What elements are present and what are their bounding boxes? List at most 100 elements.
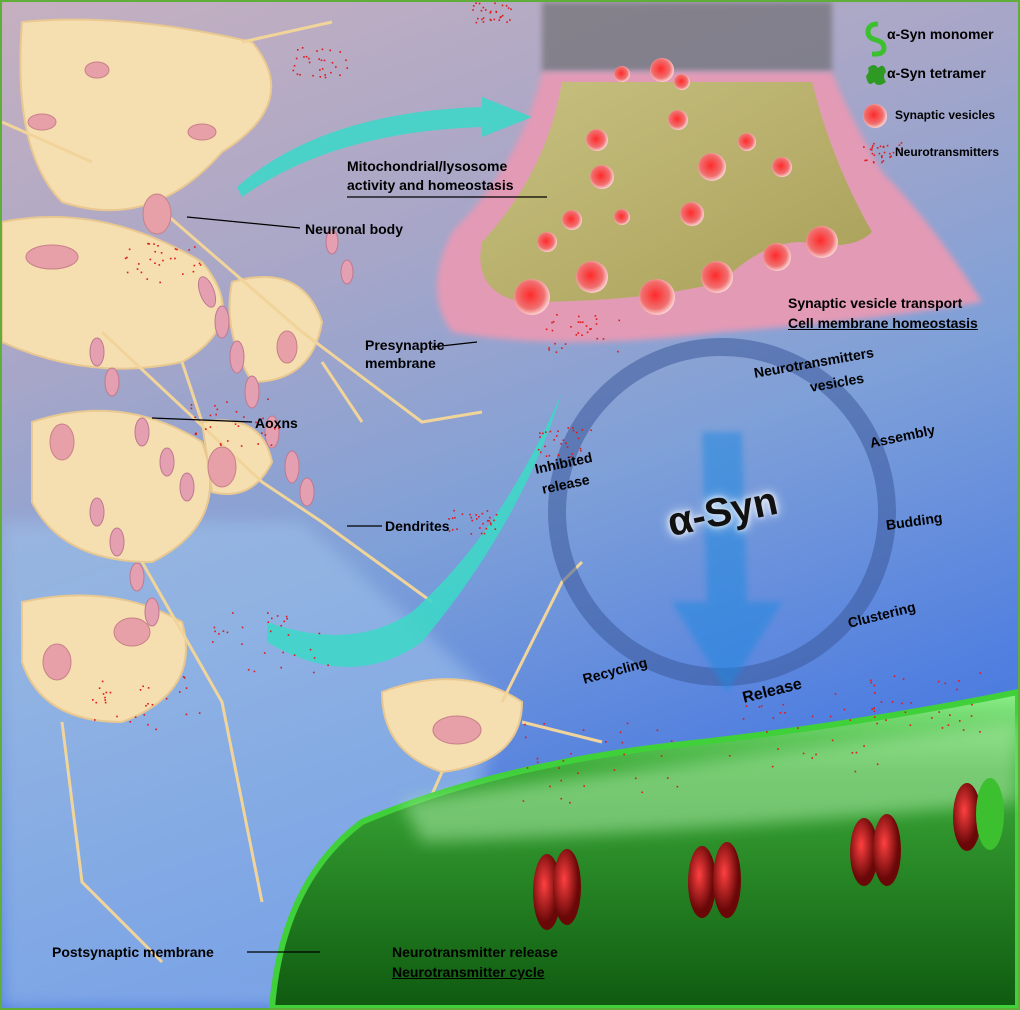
neurotransmitter-speck [872, 161, 875, 164]
neurotransmitter-speck [469, 513, 471, 516]
neurotransmitter-speck [136, 268, 139, 270]
neurotransmitter-speck [128, 248, 131, 251]
neurotransmitter-speck [524, 723, 526, 726]
neurotransmitter-speck [891, 700, 894, 703]
neurotransmitter-speck [104, 696, 106, 699]
neurotransmitter-speck [274, 427, 276, 430]
neurotransmitter-speck [567, 427, 570, 429]
neurotransmitter-speck [194, 416, 196, 419]
neurotransmitter-speck [318, 58, 320, 60]
neurotransmitter-speck [183, 677, 186, 679]
neurotransmitter-speck [267, 621, 270, 623]
neurotransmitter-speck [485, 527, 488, 530]
neurotransmitter-speck [900, 142, 903, 144]
neurotransmitter-speck [475, 21, 478, 24]
neurotransmitter-speck [566, 446, 569, 448]
neurotransmitter-speck [526, 767, 529, 769]
neurotransmitter-speck [871, 146, 873, 149]
neurotransmitter-speck [676, 785, 679, 788]
neurotransmitter-speck [880, 701, 883, 703]
neurotransmitter-speck [339, 74, 341, 77]
neurotransmitter-speck [829, 715, 832, 718]
neurotransmitter-speck [779, 712, 782, 714]
legend-monomer: α-Syn monomer [887, 26, 994, 42]
neurotransmitter-speck [540, 451, 542, 454]
neurotransmitter-speck [542, 432, 544, 435]
neurotransmitter-speck [797, 727, 799, 729]
neurotransmitter-speck [169, 257, 172, 260]
neurotransmitter-speck [602, 338, 605, 340]
neurotransmitter-speck [498, 19, 501, 21]
neurotransmitter-speck [501, 4, 504, 7]
neurotransmitter-speck [575, 334, 578, 336]
tetramer-icon [866, 65, 886, 85]
neuron-nuclei [25, 61, 482, 745]
neurotransmitter-speck [129, 721, 132, 723]
neurotransmitter-speck [811, 715, 814, 718]
neurotransmitter-speck [871, 144, 874, 147]
neurotransmitter-speck [575, 431, 578, 434]
neurotransmitter-speck [621, 741, 624, 744]
neurotransmitter-speck [802, 752, 805, 755]
neurotransmitter-speck [958, 720, 961, 722]
neurotransmitter-speck [571, 453, 574, 455]
neurotransmitter-speck [92, 699, 94, 701]
neurotransmitter-speck [957, 680, 960, 682]
neurotransmitter-speck [979, 731, 981, 733]
label-nt-cycle: Neurotransmitter cycle [392, 964, 545, 980]
neurotransmitter-speck [495, 513, 498, 516]
neurotransmitter-speck [456, 528, 458, 530]
neurotransmitter-specks [92, 2, 982, 804]
neurotransmitter-speck [448, 530, 451, 532]
neurotransmitter-speck [185, 713, 188, 716]
neurotransmitter-speck [102, 693, 105, 695]
neurotransmitter-speck [543, 723, 545, 725]
neurotransmitter-speck [944, 682, 947, 685]
neurotransmitter-speck [962, 729, 965, 731]
neurotransmitter-speck [209, 414, 212, 417]
neurotransmitter-speck [506, 21, 508, 23]
neurotransmitter-speck [280, 666, 283, 669]
neurotransmitter-speck [146, 278, 149, 280]
neurotransmitter-speck [557, 430, 559, 433]
neurotransmitter-speck [898, 148, 901, 151]
legend-icons [863, 21, 887, 128]
neurotransmitter-speck [551, 329, 554, 332]
neurotransmitter-speck [539, 432, 541, 434]
neurotransmitter-speck [139, 689, 142, 691]
neurotransmitter-speck [854, 770, 857, 773]
neurotransmitter-speck [864, 159, 866, 162]
neurotransmitter-speck [475, 518, 478, 520]
label-dendrites: Dendrites [385, 518, 450, 534]
neurotransmitter-speck [160, 252, 163, 254]
neurotransmitter-speck [577, 321, 580, 323]
neurotransmitter-speck [524, 736, 527, 739]
neurotransmitter-speck [560, 797, 563, 800]
neurotransmitter-speck [483, 532, 486, 535]
neurotransmitter-speck [257, 443, 259, 445]
neurotransmitter-speck [241, 626, 244, 629]
neurotransmitter-speck [863, 745, 865, 747]
neurotransmitter-speck [494, 2, 496, 5]
label-mito-2: activity and homeostasis [347, 177, 514, 193]
neurotransmitter-speck [557, 454, 560, 457]
neurotransmitter-speck [656, 729, 659, 732]
neurotransmitter-speck [286, 617, 288, 620]
neurotransmitter-speck [138, 263, 140, 265]
neurotransmitter-speck [626, 722, 629, 725]
neurotransmitter-speck [577, 772, 579, 775]
neurotransmitter-speck [481, 512, 484, 515]
neurotransmitter-speck [494, 528, 497, 531]
legend-vesicles: Synaptic vesicles [895, 108, 996, 122]
neurotransmitter-speck [147, 687, 150, 689]
neurotransmitter-speck [292, 69, 295, 72]
neurotransmitter-speck [105, 691, 108, 694]
neurotransmitter-speck [904, 711, 907, 714]
neurotransmitter-speck [590, 328, 592, 330]
neurotransmitter-speck [870, 149, 873, 151]
neurotransmitter-speck [295, 57, 298, 60]
neurotransmitter-speck [843, 708, 846, 711]
neurotransmitter-speck [585, 325, 588, 327]
neurotransmitter-speck [565, 442, 567, 445]
neurotransmitter-speck [777, 748, 779, 750]
